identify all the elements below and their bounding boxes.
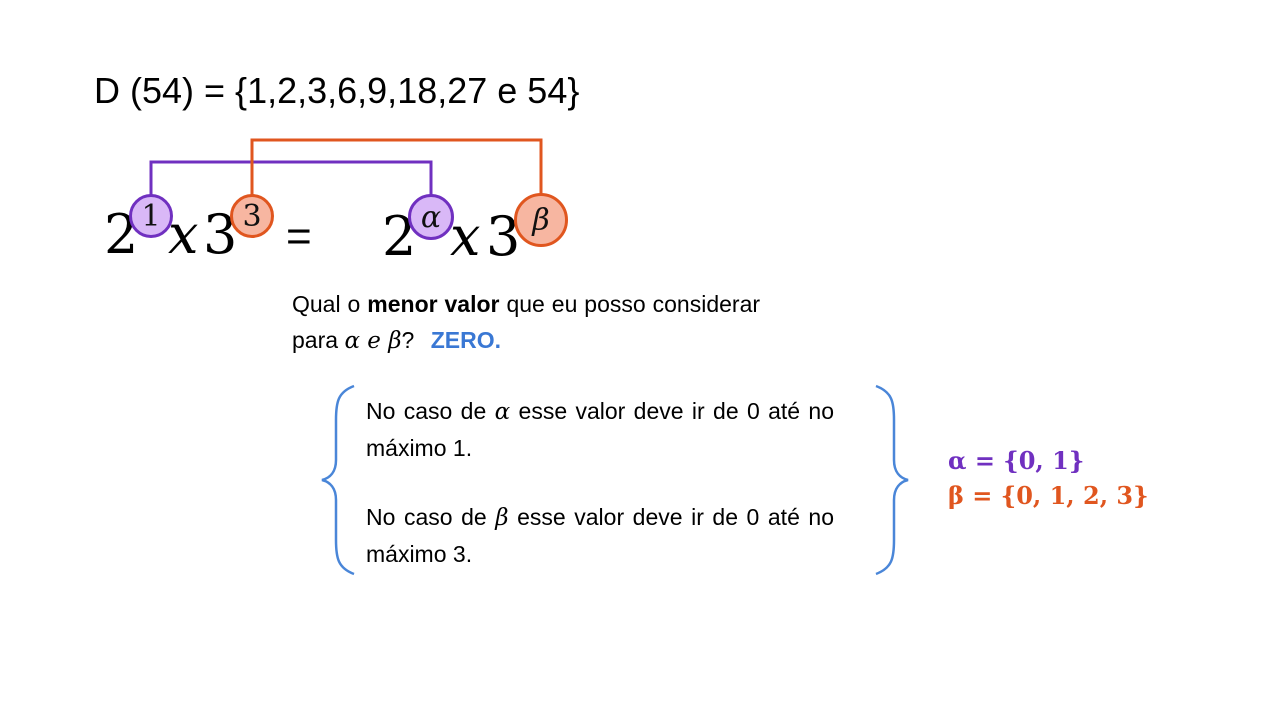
- alpha-exponent: α: [420, 199, 442, 235]
- purple-connector: [149, 160, 433, 195]
- left-times: x: [168, 203, 199, 266]
- case-beta-prefix: No caso de: [366, 504, 487, 530]
- left-exponent-1: 1: [141, 198, 161, 234]
- alpha-exponent-circle: α: [408, 194, 454, 240]
- left-exponent-3: 3: [242, 198, 262, 234]
- question-bold: menor valor: [367, 291, 500, 317]
- alpha-set: α = {0, 1}: [948, 446, 1085, 475]
- case-alpha-var: α: [494, 399, 511, 425]
- orange-connector: [250, 138, 543, 195]
- case-alpha: No caso de α esse valor deve ir de 0 até…: [366, 393, 834, 466]
- divisors-title: D (54) = {1,2,3,6,9,18,27 e 54}: [94, 70, 580, 111]
- left-brace: [321, 384, 355, 576]
- question-end: ?: [401, 327, 415, 353]
- case-beta: No caso de β esse valor deve ir de 0 até…: [366, 499, 834, 572]
- beta-exponent-circle: β: [514, 193, 568, 247]
- beta-exponent: β: [532, 202, 550, 238]
- left-exponent-1-circle: 1: [129, 194, 173, 238]
- right-brace: [875, 384, 909, 576]
- question-part1: Qual o: [292, 291, 361, 317]
- beta-set: β = {0, 1, 2, 3}: [948, 481, 1149, 510]
- question-part2: que eu posso considerar para: [292, 291, 761, 353]
- question-text: Qual o menor valor que eu posso consider…: [292, 286, 760, 359]
- right-times: x: [450, 205, 481, 268]
- case-beta-var: β: [495, 505, 509, 531]
- question-vars: α e β: [344, 328, 402, 354]
- case-alpha-prefix: No caso de: [366, 398, 487, 424]
- case-alpha-text: esse valor deve ir de 0 até no máximo 1.: [366, 398, 835, 461]
- answer-zero: ZERO.: [430, 327, 501, 353]
- case-beta-text: esse valor deve ir de 0 até no máximo 3.: [366, 504, 835, 567]
- left-exponent-3-circle: 3: [230, 194, 274, 238]
- equals-sign: =: [286, 212, 312, 261]
